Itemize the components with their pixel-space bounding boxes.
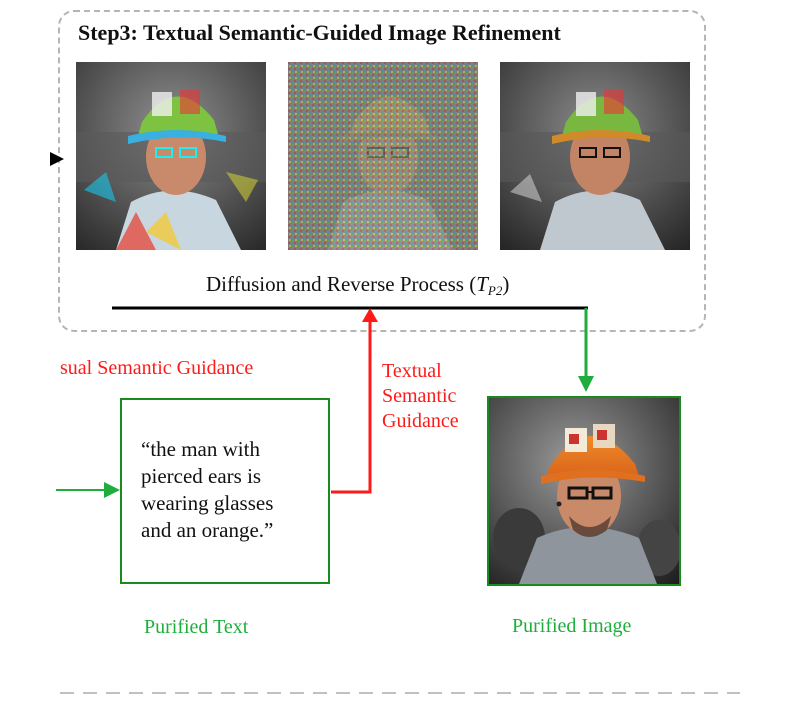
process-label-close: ) [502, 272, 510, 296]
process-label: Diffusion and Reverse Process (TP2) [206, 272, 509, 299]
textual-guidance-line2: Semantic [382, 385, 457, 407]
process-label-text: Diffusion and Reverse Process ( [206, 272, 477, 296]
noisy-image [288, 62, 478, 250]
caption-line2: pierced ears is [141, 464, 262, 488]
purified-text-box [120, 398, 330, 584]
process-subscript: P2 [487, 283, 503, 298]
refined-image [500, 62, 690, 250]
textual-guidance-line1: Textual [382, 360, 442, 382]
adversarial-image [76, 62, 266, 250]
caption-line1: “the man with [141, 437, 260, 461]
purified-image [487, 396, 681, 586]
caption-line3: wearing glasses [141, 491, 274, 515]
textual-guidance-line3: Guidance [382, 410, 459, 432]
step3-panel [58, 10, 706, 332]
input-arrow-icon [50, 152, 64, 166]
process-symbol: T [476, 272, 488, 296]
purified-text-label: Purified Text [144, 616, 249, 638]
green-right-arrowhead-icon [104, 482, 120, 498]
textual-guidance-arrow [331, 320, 372, 494]
visual-guidance-label: sual Semantic Guidance [60, 357, 254, 379]
purified-caption: “the man with pierced ears is wearing gl… [141, 436, 321, 544]
red-arrowhead-icon [362, 308, 378, 322]
step3-title: Step3: Textual Semantic-Guided Image Ref… [78, 20, 561, 45]
green-down-arrowhead-icon [578, 376, 594, 392]
textual-guidance-label: Textual Semantic Guidance [382, 359, 459, 434]
caption-line4: and an orange.” [141, 518, 274, 542]
purified-image-label: Purified Image [512, 615, 632, 637]
